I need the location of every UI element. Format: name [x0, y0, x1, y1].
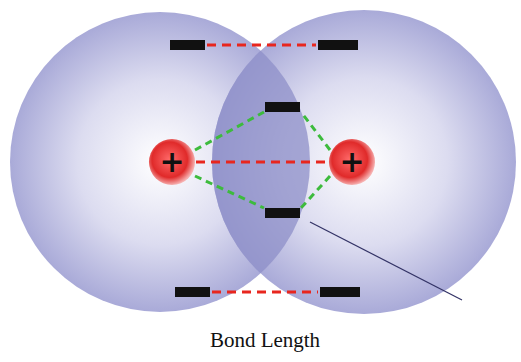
attraction-line [301, 176, 330, 208]
caption-label: Bond Length [210, 328, 320, 353]
electron [170, 40, 205, 50]
leader-line [310, 222, 462, 300]
nucleus: + [148, 138, 196, 186]
overlap-region [212, 10, 516, 314]
atom-cloud [212, 10, 516, 314]
electron [318, 40, 358, 50]
charge-sign: + [328, 138, 376, 186]
repulsion-line [212, 291, 318, 294]
repulsion-line [207, 44, 316, 47]
bond-length-line [196, 161, 328, 164]
attraction-line [301, 112, 330, 150]
nucleus-circle [149, 139, 195, 185]
charge-sign: + [148, 138, 196, 186]
electron [320, 287, 360, 297]
attraction-line [195, 112, 264, 150]
attraction-line [195, 176, 264, 208]
nucleus: + [328, 138, 376, 186]
electron [265, 102, 300, 112]
electron [265, 208, 300, 218]
electron [175, 287, 210, 297]
nucleus-circle [329, 139, 375, 185]
